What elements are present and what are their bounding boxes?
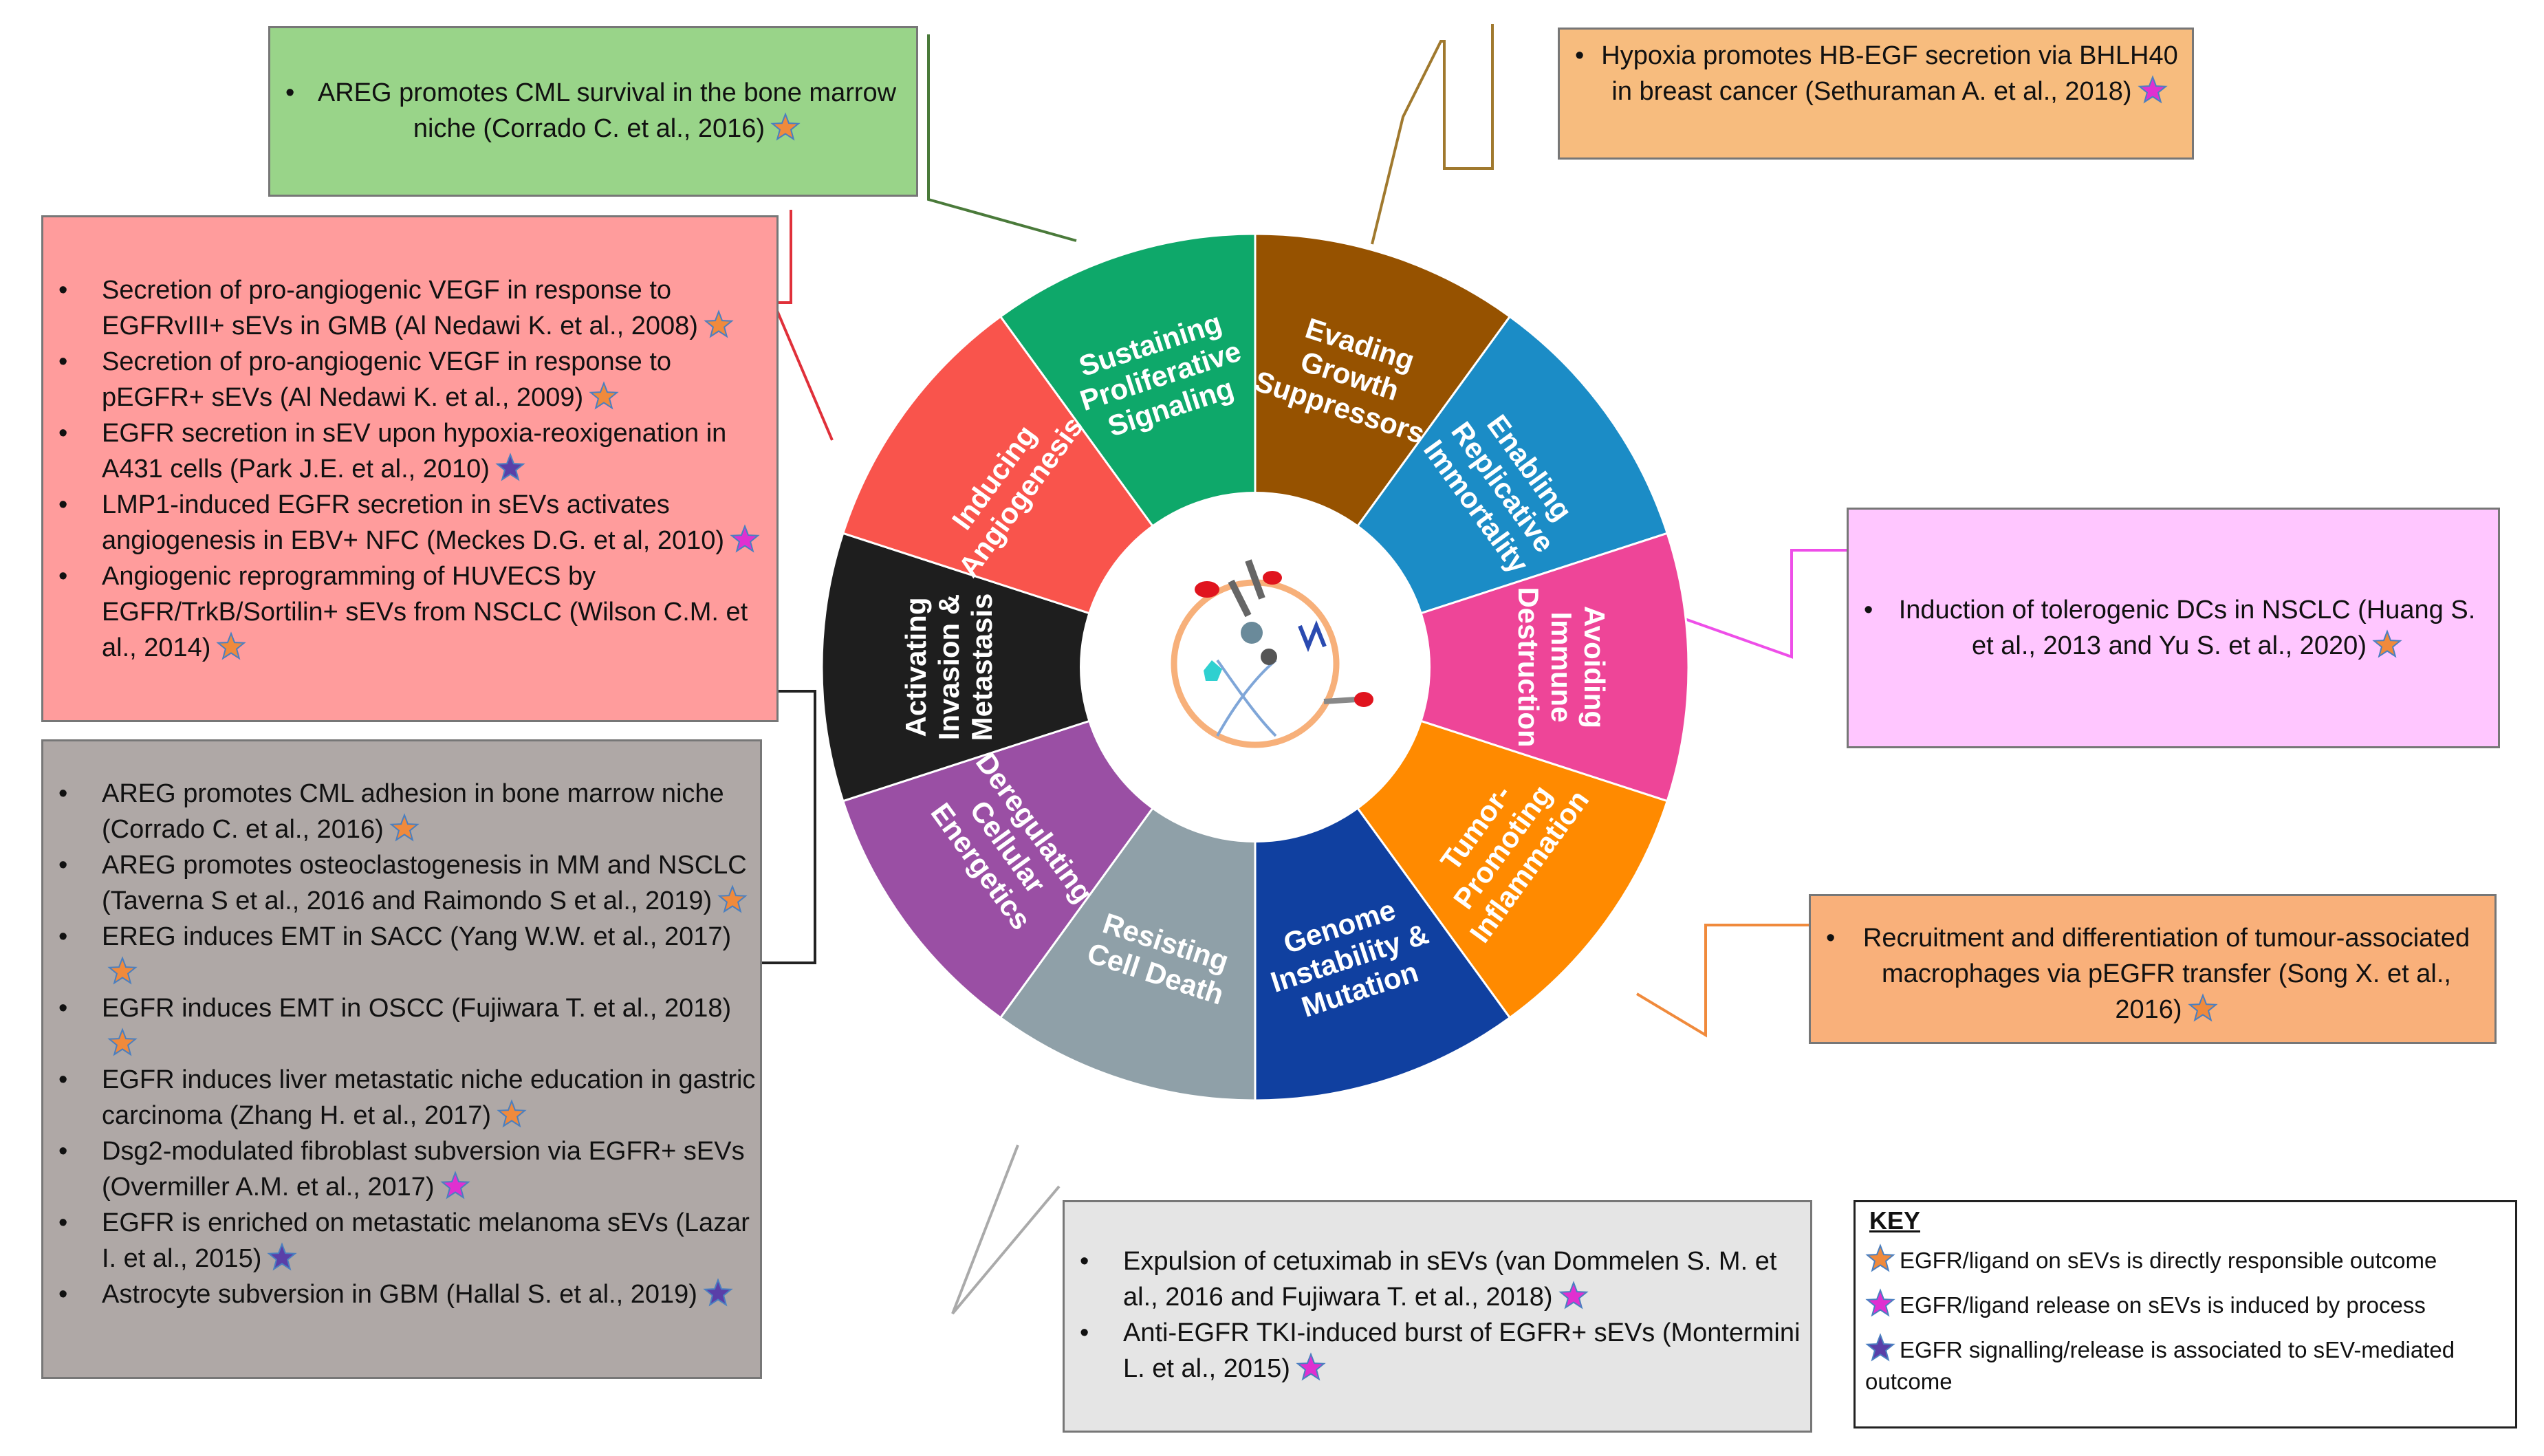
magenta-star-icon xyxy=(439,1171,470,1201)
immune-item-text: Induction of tolerogenic DCs in NSCLC (H… xyxy=(1898,596,2476,660)
invasion-box: AREG promotes CML adhesion in bone marro… xyxy=(41,739,762,1379)
ligand-icon-2 xyxy=(1263,571,1282,585)
invasion-item-text: EREG induces EMT in SACC (Yang W.W. et a… xyxy=(102,922,732,951)
key-row-text: EGFR signalling/release is associated to… xyxy=(1865,1337,2455,1394)
key-row-text: EGFR/ligand release on sEVs is induced b… xyxy=(1900,1292,2426,1318)
blue-star-icon xyxy=(703,1278,733,1308)
invasion-list: AREG promotes CML adhesion in bone marro… xyxy=(43,776,760,1312)
invasion-item: EGFR induces EMT in OSCC (Fujiwara T. et… xyxy=(43,990,760,1062)
orange-star-icon xyxy=(389,813,420,843)
invasion-item-text: EGFR is enriched on metastatic melanoma … xyxy=(102,1208,750,1273)
immune-box: Induction of tolerogenic DCs in NSCLC (H… xyxy=(1847,508,2500,748)
immune-list: Induction of tolerogenic DCs in NSCLC (H… xyxy=(1849,592,2498,664)
receptor-icon xyxy=(1228,559,1265,618)
proliferative-item-text: AREG promotes CML survival in the bone m… xyxy=(317,78,897,143)
key-row: EGFR/ligand on sEVs is directly responsi… xyxy=(1865,1243,2512,1276)
invasion-item-text: Astrocyte subversion in GBM (Hallal S. e… xyxy=(102,1280,697,1309)
wheel-label: ActivatingInvasion &Metastasis xyxy=(900,594,998,741)
key-legend: KEY EGFR/ligand on sEVs is directly resp… xyxy=(1853,1200,2517,1428)
ligand-icon xyxy=(1195,581,1219,598)
angiogenesis-item-text: Secretion of pro-angiogenic VEGF in resp… xyxy=(102,347,672,412)
magenta-star-icon xyxy=(1296,1352,1326,1382)
inflammation-item-text: Recruitment and differentiation of tumou… xyxy=(1862,924,2470,1024)
ligand-icon-3 xyxy=(1354,692,1373,707)
signal-icon xyxy=(1298,620,1327,653)
egfr-complex xyxy=(1241,622,1263,644)
invasion-item: AREG promotes CML adhesion in bone marro… xyxy=(43,776,760,847)
invasion-item-text: AREG promotes osteoclastogenesis in MM a… xyxy=(102,851,747,915)
proliferative-list: AREG promotes CML survival in the bone m… xyxy=(270,75,916,146)
orange-star-icon xyxy=(2372,629,2402,660)
invasion-item-text: Dsg2-modulated fibroblast subversion via… xyxy=(102,1137,745,1202)
celldeath-list: Expulsion of cetuximab in sEVs (van Domm… xyxy=(1065,1243,1810,1387)
orange-star-icon xyxy=(107,1028,138,1058)
angiogenesis-item: Angiogenic reprogramming of HUVECS by EG… xyxy=(43,558,776,666)
cell-illustration xyxy=(1171,559,1373,748)
proliferative-box: AREG promotes CML survival in the bone m… xyxy=(268,26,918,197)
orange-star-icon xyxy=(1865,1243,1895,1274)
angiogenesis-list: Secretion of pro-angiogenic VEGF in resp… xyxy=(43,272,776,666)
invasion-item: Dsg2-modulated fibroblast subversion via… xyxy=(43,1133,760,1205)
invasion-item: AREG promotes osteoclastogenesis in MM a… xyxy=(43,847,760,919)
angiogenesis-item-text: Angiogenic reprogramming of HUVECS by EG… xyxy=(102,562,748,662)
orange-star-icon xyxy=(770,112,801,142)
angiogenesis-item-text: EGFR secretion in sEV upon hypoxia-reoxi… xyxy=(102,419,727,483)
blue-star-icon xyxy=(495,453,525,483)
magenta-star-icon xyxy=(1558,1281,1589,1311)
inflammation-item: Recruitment and differentiation of tumou… xyxy=(1811,920,2494,1028)
key-row: EGFR/ligand release on sEVs is induced b… xyxy=(1865,1288,2512,1321)
invasion-item: EGFR induces liver metastatic niche educ… xyxy=(43,1062,760,1133)
invasion-item: Astrocyte subversion in GBM (Hallal S. e… xyxy=(43,1276,760,1312)
magenta-star-icon xyxy=(730,524,760,554)
invasion-item: EGFR is enriched on metastatic melanoma … xyxy=(43,1205,760,1276)
celldeath-item: Expulsion of cetuximab in sEVs (van Domm… xyxy=(1065,1243,1810,1315)
key-row: EGFR signalling/release is associated to… xyxy=(1865,1333,2512,1398)
angiogenesis-item: LMP1-induced EGFR secretion in sEVs acti… xyxy=(43,487,776,558)
blue-star-icon xyxy=(267,1242,298,1272)
invasion-item: EREG induces EMT in SACC (Yang W.W. et a… xyxy=(43,919,760,990)
orange-star-icon xyxy=(717,884,748,915)
orange-star-icon xyxy=(216,631,247,662)
celldeath-item-text: Expulsion of cetuximab in sEVs (van Domm… xyxy=(1123,1247,1777,1312)
celldeath-item: Anti-EGFR TKI-induced burst of EGFR+ sEV… xyxy=(1065,1315,1810,1387)
invasion-item-text: AREG promotes CML adhesion in bone marro… xyxy=(102,779,724,844)
angiogenesis-item: Secretion of pro-angiogenic VEGF in resp… xyxy=(43,344,776,415)
immune-item: Induction of tolerogenic DCs in NSCLC (H… xyxy=(1849,592,2498,664)
kinase-icon xyxy=(1204,660,1222,681)
key-title: KEY xyxy=(1869,1206,1921,1235)
orange-star-icon xyxy=(497,1099,527,1129)
magenta-star-icon xyxy=(2137,75,2168,105)
receptor-stalk xyxy=(1323,697,1358,704)
celldeath-box: Expulsion of cetuximab in sEVs (van Domm… xyxy=(1063,1200,1812,1433)
celldeath-item-text: Anti-EGFR TKI-induced burst of EGFR+ sEV… xyxy=(1123,1318,1801,1383)
blue-star-icon xyxy=(1865,1333,1895,1363)
proliferative-item: AREG promotes CML survival in the bone m… xyxy=(270,75,916,146)
invasion-item-text: EGFR induces EMT in OSCC (Fujiwara T. et… xyxy=(102,994,732,1023)
dna-icon xyxy=(1216,659,1277,737)
orange-star-icon xyxy=(107,956,138,986)
egfr-complex-2 xyxy=(1261,649,1277,665)
invasion-item-text: EGFR induces liver metastatic niche educ… xyxy=(102,1065,756,1130)
inflammation-box: Recruitment and differentiation of tumou… xyxy=(1809,894,2497,1044)
orange-star-icon xyxy=(2187,993,2218,1023)
angiogenesis-item-text: LMP1-induced EGFR secretion in sEVs acti… xyxy=(102,490,725,555)
wheel-segment xyxy=(1252,532,1690,803)
wheel-center-circle xyxy=(1080,492,1431,843)
growth-item: Hypoxia promotes HB-EGF secretion via BH… xyxy=(1560,38,2192,109)
angiogenesis-item: Secretion of pro-angiogenic VEGF in resp… xyxy=(43,272,776,344)
growth-list: Hypoxia promotes HB-EGF secretion via BH… xyxy=(1560,38,2192,109)
inflammation-list: Recruitment and differentiation of tumou… xyxy=(1811,920,2494,1028)
orange-star-icon xyxy=(589,381,619,411)
angiogenesis-box: Secretion of pro-angiogenic VEGF in resp… xyxy=(41,215,779,722)
wheel-label: AvoidingImmuneDestruction xyxy=(1512,587,1611,747)
orange-star-icon xyxy=(704,309,734,340)
growth-box: Hypoxia promotes HB-EGF secretion via BH… xyxy=(1558,28,2194,160)
growth-item-text: Hypoxia promotes HB-EGF secretion via BH… xyxy=(1601,41,2178,106)
wheel-segment xyxy=(820,532,1259,803)
magenta-star-icon xyxy=(1865,1288,1895,1318)
angiogenesis-item: EGFR secretion in sEV upon hypoxia-reoxi… xyxy=(43,415,776,487)
key-row-text: EGFR/ligand on sEVs is directly responsi… xyxy=(1900,1248,2437,1273)
angiogenesis-item-text: Secretion of pro-angiogenic VEGF in resp… xyxy=(102,276,698,340)
